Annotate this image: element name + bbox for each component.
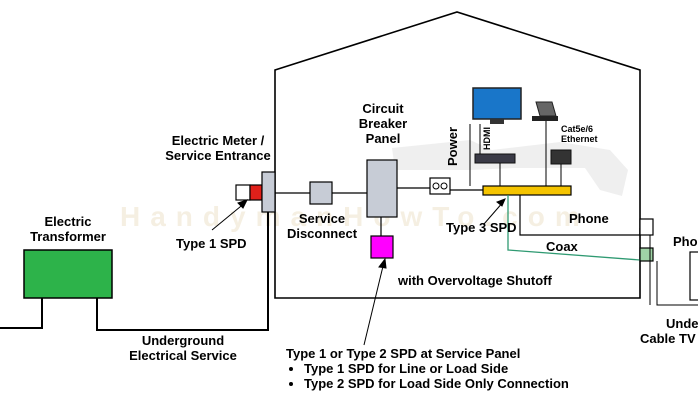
house-outline [274,11,641,299]
coax-line [507,195,641,261]
breaker-label-line1: Circuit [362,101,404,116]
phone-jack-box [639,218,654,236]
outside-service-line-2 [656,261,698,306]
disconnect-label-line1: Service [298,211,346,226]
service-disconnect-label: Service Disconnect [277,211,367,242]
wall-outlet [429,177,451,195]
media-box [474,153,516,164]
laptop-screen [535,101,557,117]
electric-transformer [23,249,113,299]
outlet-socket-2 [440,182,448,190]
outlet-socket-1 [432,182,440,190]
watermark-text: HandymanHowTo.com [120,201,590,232]
ethernet-label-line2: Ethernet [561,134,598,145]
spd-panel-bullet: Type 1 SPD for Line or Load Side [304,361,569,377]
cable-tv-label-line1: Unde [666,317,698,331]
hdmi-label: HDMI [482,127,492,150]
spd-panel-bullets: Type 1 SPD for Line or Load Side Type 2 … [286,361,569,392]
laptop-base [532,116,558,121]
callout-arrows [211,198,506,346]
spd-panel-bullet: Type 2 SPD for Load Side Only Connection [304,376,569,392]
underground-service-label: Underground Electrical Service [108,333,258,364]
type-3-spd-power-strip [482,185,572,196]
electric-meter [261,171,276,213]
type-3-spd-label: Type 3 SPD [446,220,517,235]
breaker-label-line2: Breaker [358,115,408,131]
overvoltage-shutoff-label: with Overvoltage Shutoff [398,273,552,288]
spd-panel-callout: Type 1 or Type 2 SPD at Service Panel Ty… [286,346,569,392]
cable-tv-label: Unde Cable TV [640,317,698,347]
transformer-label: Electric Transformer [22,214,114,245]
coax-jack-box [639,247,654,262]
phone-label: Phone [569,211,609,226]
outside-phone-box [689,251,698,301]
cable-tv-label-line2: Cable TV [640,330,696,346]
power-label: Power [445,126,460,166]
transformer-label-line2: Transformer [30,228,106,244]
underground-label-line1: Underground [141,333,225,348]
circuit-breaker-panel [366,159,398,218]
transformer-lead-left [0,298,43,329]
disconnect-label-line2: Disconnect [286,225,358,241]
outside-phone-label: Phon [673,235,698,249]
service-disconnect [309,181,333,205]
transformer-label-line1: Electric [44,214,92,229]
meter-label-line1: Electric Meter / [171,133,265,148]
panel-spd [370,235,394,259]
coax-label: Coax [546,239,578,254]
breaker-label-line3: Panel [365,130,401,146]
underground-label-line2: Electrical Service [129,347,237,363]
meter-label: Electric Meter / Service Entrance [148,133,288,164]
circuit-breaker-panel-label: Circuit Breaker Panel [350,101,416,147]
spd-panel-title: Type 1 or Type 2 SPD at Service Panel [286,346,521,361]
tv-screen [472,87,522,120]
meter-spd-red [249,184,263,201]
tv-stand [490,119,504,124]
ethernet-label: Cat5e/6 Ethernet [561,124,598,145]
ethernet-label-line1: Cat5e/6 [561,124,594,134]
type-1-spd-box [235,184,251,201]
type-1-spd-label: Type 1 SPD [176,236,247,251]
underground-service-line [96,212,269,331]
meter-label-line2: Service Entrance [165,147,271,163]
router [550,149,572,165]
